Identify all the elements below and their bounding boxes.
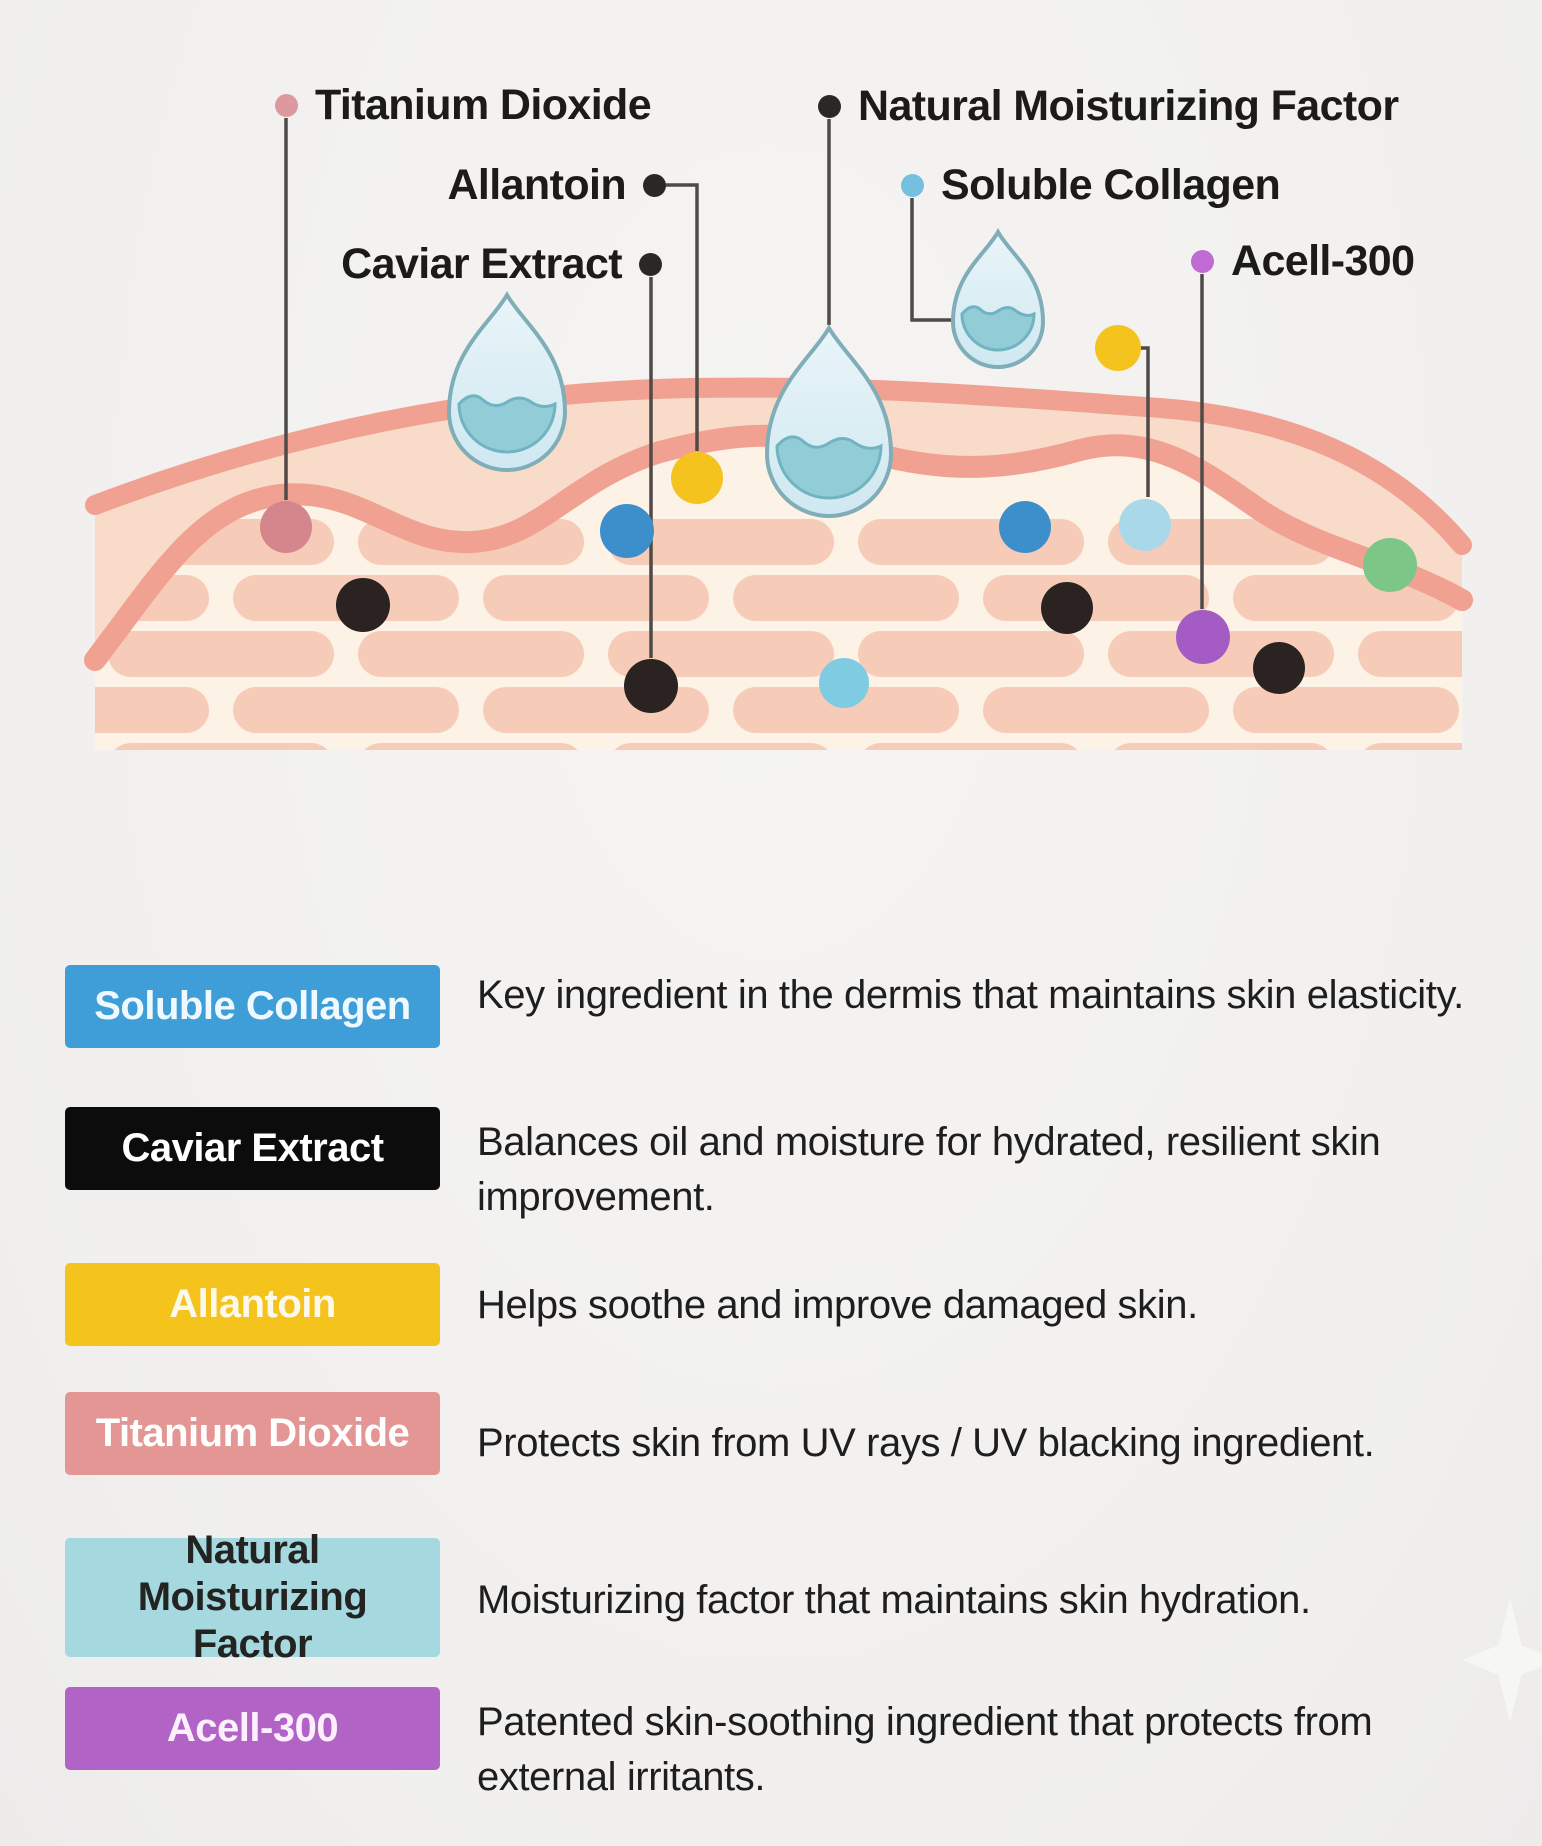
callout-label: Acell-300 bbox=[1231, 236, 1415, 285]
particle-soluble-collagen bbox=[600, 504, 654, 558]
callout-label: Caviar Extract bbox=[341, 239, 622, 288]
legend-chip-titanium-dioxide: Titanium Dioxide bbox=[65, 1392, 440, 1475]
acell-300-dot-icon bbox=[1191, 249, 1214, 273]
callout-soluble-collagen: Soluble Collagen bbox=[901, 157, 1281, 213]
skin-epidermis-layer bbox=[95, 387, 1462, 660]
caviar-extract-dot-icon bbox=[639, 252, 662, 276]
particle-caviar-extract bbox=[336, 578, 390, 632]
callout-leader-lines bbox=[284, 118, 1204, 658]
legend-chip-label: Titanium Dioxide bbox=[95, 1410, 410, 1455]
particle-caviar-extract bbox=[624, 659, 678, 713]
leader-allantoin bbox=[666, 183, 699, 451]
legend-chip-label: Natural Moisturizing Factor bbox=[137, 1527, 368, 1667]
particle-titanium-dioxide bbox=[260, 501, 312, 553]
particle-allantoin bbox=[1095, 325, 1141, 371]
nmf-dot-icon bbox=[818, 94, 841, 118]
legend-description: Helps soothe and improve damaged skin. bbox=[477, 1283, 1198, 1327]
particle-natural-moisturizing-factor bbox=[1119, 499, 1171, 551]
callout-label: Natural Moisturizing Factor bbox=[858, 81, 1399, 130]
legend-description: Protects skin from UV rays / UV blacking… bbox=[477, 1421, 1375, 1465]
callout-natural-moisturizing-factor: Natural Moisturizing Factor bbox=[818, 78, 1399, 134]
leader-allantoin-to-nmf-particle bbox=[1141, 346, 1150, 497]
callout-label: Titanium Dioxide bbox=[315, 80, 652, 129]
callout-label: Allantoin bbox=[447, 160, 626, 209]
callout-label: Soluble Collagen bbox=[941, 160, 1281, 209]
legend-description: Moisturizing factor that maintains skin … bbox=[477, 1578, 1311, 1622]
legend-description: Key ingredient in the dermis that mainta… bbox=[477, 973, 1464, 1017]
particle-caviar-extract bbox=[1253, 642, 1305, 694]
watermark-star bbox=[1462, 1598, 1542, 1722]
legend-chip-label: Allantoin bbox=[169, 1281, 336, 1326]
callout-allantoin: Allantoin bbox=[447, 157, 666, 213]
particle-acell-300 bbox=[1176, 610, 1230, 664]
legend-chip-allantoin: Allantoin bbox=[65, 1263, 440, 1346]
titanium-dioxide-dot-icon bbox=[275, 93, 298, 117]
leader-soluble-collagen bbox=[910, 198, 951, 322]
particle-allantoin bbox=[671, 452, 723, 504]
legend-chip-label: Acell-300 bbox=[166, 1705, 339, 1750]
ingredient-particles bbox=[260, 325, 1417, 713]
legend-chip-caviar-extract: Caviar Extract bbox=[65, 1107, 440, 1190]
legend-chip-natural-moisturizing-factor: Natural Moisturizing Factor bbox=[65, 1528, 440, 1666]
skin-cell-bricks bbox=[95, 512, 1462, 750]
particle-soluble-collagen bbox=[999, 501, 1051, 553]
skin-cross-section-diagram bbox=[84, 118, 1473, 750]
legend-description: Balances oil and moisture for hydrated, … bbox=[477, 1120, 1381, 1219]
callout-titanium-dioxide: Titanium Dioxide bbox=[275, 77, 652, 133]
soluble-collagen-dot-icon bbox=[901, 173, 924, 197]
callout-acell-300: Acell-300 bbox=[1191, 233, 1415, 289]
legend-chip-acell-300: Acell-300 bbox=[65, 1687, 440, 1770]
legend-description: Patented skin-soothing ingredient that p… bbox=[477, 1700, 1373, 1799]
particle-caviar-extract bbox=[1041, 582, 1093, 634]
water-drop-icon-center bbox=[764, 324, 894, 518]
water-drop-icon-right bbox=[950, 227, 1046, 369]
particle-small-cyan bbox=[819, 658, 869, 708]
legend-chip-label: Soluble Collagen bbox=[94, 983, 411, 1028]
skin-wave-line bbox=[84, 424, 1473, 671]
skin-surface-line bbox=[85, 377, 1472, 555]
allantoin-dot-icon bbox=[643, 173, 666, 197]
legend-chip-soluble-collagen: Soluble Collagen bbox=[65, 965, 440, 1048]
water-drop-icon-left bbox=[446, 291, 568, 472]
callout-caviar-extract: Caviar Extract bbox=[341, 236, 662, 292]
particle-green bbox=[1363, 538, 1417, 592]
legend-chip-label: Caviar Extract bbox=[121, 1125, 384, 1170]
